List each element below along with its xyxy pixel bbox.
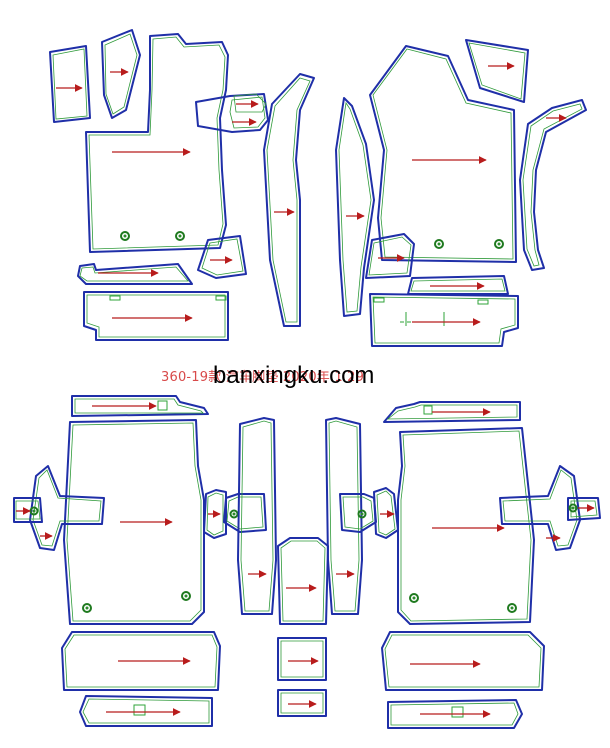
- top-left-side-pad: [197, 235, 247, 279]
- bottom-left-lower-pad: [61, 631, 221, 691]
- bottom-left-round-pad: [223, 493, 267, 533]
- bottom-right-side-tab: [373, 487, 399, 539]
- top-left-bottom-pad: [83, 291, 229, 341]
- top-left-small-pad: [49, 45, 91, 123]
- fastener-hole: [175, 231, 185, 241]
- top-left-narrow-strip: [77, 263, 193, 285]
- top-right-tunnel-strip: [335, 97, 375, 317]
- top-right-narrow-strip: [407, 275, 509, 295]
- fastener-hole: [434, 239, 444, 249]
- fastener-hole: [357, 509, 367, 519]
- bottom-right-rear-mat: [397, 427, 535, 625]
- bottom-left-vertical-strip: [237, 417, 277, 615]
- fastener-hole: [120, 231, 130, 241]
- fastener-hole: [229, 509, 239, 519]
- top-left-heel-pad: [195, 93, 269, 133]
- bottom-center-small-pad: [277, 689, 327, 717]
- bottom-right-vertical-strip: [325, 417, 363, 615]
- top-right-passenger-mat: [369, 45, 517, 263]
- bottom-right-top-strip: [383, 401, 521, 423]
- top-left-driver-mat: [85, 33, 229, 253]
- bottom-left-last-strip: [79, 695, 213, 727]
- top-right-triangle-pad: [465, 39, 529, 103]
- pattern-caption: 360-19款 汽车脚垫 2020年 1 29: [161, 370, 365, 385]
- top-right-bottom-pad: [369, 293, 519, 347]
- bottom-left-arch-pad: [13, 465, 105, 551]
- bottom-left-side-tab: [203, 489, 227, 539]
- top-right-curved-strip: [519, 99, 587, 271]
- fastener-hole: [82, 603, 92, 613]
- watermark-text: banxingku.com: [213, 362, 375, 389]
- bottom-center-tunnel-pad: [277, 537, 329, 625]
- top-left-tunnel-strip: [263, 73, 315, 327]
- top-left-triangle-pad: [101, 29, 141, 119]
- top-right-side-pad: [365, 233, 415, 279]
- fastener-hole: [494, 239, 504, 249]
- fastener-hole: [181, 591, 191, 601]
- bottom-right-lower-pad: [381, 631, 545, 691]
- bottom-left-top-strip: [71, 395, 209, 417]
- bottom-center-middle-pad: [277, 637, 327, 681]
- bottom-right-last-strip: [387, 699, 523, 729]
- bottom-left-rear-mat: [63, 419, 205, 625]
- fastener-hole: [409, 593, 419, 603]
- fastener-hole: [507, 603, 517, 613]
- fastener-hole: [568, 503, 578, 513]
- bottom-right-arch-pad: [499, 465, 601, 551]
